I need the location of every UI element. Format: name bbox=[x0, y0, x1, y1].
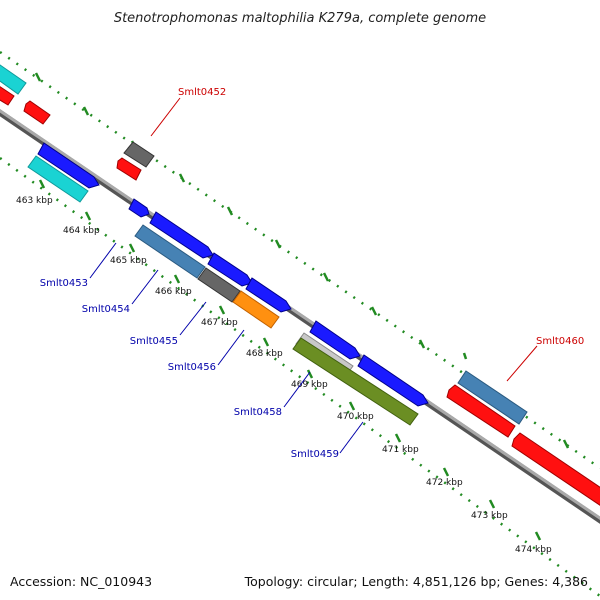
gene-smlt0454-steel[interactable] bbox=[134, 224, 206, 279]
gene-label-smlt0452[interactable]: Smlt0452 bbox=[178, 87, 226, 98]
gene-smlt0456-orange[interactable] bbox=[232, 290, 280, 329]
gene-red-long-2[interactable] bbox=[511, 432, 600, 512]
tick-label: 473 kbp bbox=[471, 511, 508, 521]
tick-label: 469 kbp bbox=[291, 380, 328, 390]
major-tick bbox=[82, 106, 90, 116]
tick-label: 468 kbp bbox=[246, 349, 283, 359]
major-tick bbox=[173, 274, 181, 284]
leader-smlt0455 bbox=[179, 301, 207, 336]
gene-label-leaders bbox=[89, 97, 538, 454]
gene-blue-3[interactable] bbox=[245, 277, 292, 313]
major-tick bbox=[128, 243, 136, 253]
gene-label-smlt0454[interactable]: Smlt0454 bbox=[82, 304, 130, 315]
gene-label-smlt0458[interactable]: Smlt0458 bbox=[234, 407, 282, 418]
inner-tick-line bbox=[0, 156, 600, 598]
forward-strand-genes bbox=[27, 142, 429, 426]
inner-major-ticks bbox=[38, 179, 542, 541]
tick-labels: 463 kbp 464 kbp 465 kbp 466 kbp 467 kbp … bbox=[16, 196, 552, 555]
major-tick bbox=[38, 179, 46, 189]
major-tick bbox=[218, 305, 226, 315]
major-tick bbox=[262, 337, 270, 347]
genome-backbone-shadow bbox=[0, 109, 600, 524]
gene-labels: Smlt0452 Smlt0453 Smlt0454 Smlt0455 Smlt… bbox=[40, 87, 585, 460]
tick-label: 465 kbp bbox=[110, 256, 147, 266]
gene-blue-1[interactable] bbox=[37, 142, 100, 189]
tick-label: 467 kbp bbox=[201, 318, 238, 328]
major-tick bbox=[562, 439, 570, 449]
major-tick bbox=[322, 272, 330, 282]
gene-blue-4[interactable] bbox=[309, 320, 361, 360]
gene-red-mid[interactable] bbox=[116, 157, 142, 181]
reverse-strand-genes bbox=[0, 58, 600, 512]
tick-label: 472 kbp bbox=[426, 478, 463, 488]
leader-smlt0454 bbox=[131, 269, 159, 305]
gene-blue-5[interactable] bbox=[357, 354, 429, 407]
gene-smlt0460-steel[interactable] bbox=[457, 370, 528, 425]
major-tick bbox=[488, 499, 496, 509]
major-tick bbox=[84, 211, 92, 221]
gene-red-long-1[interactable] bbox=[446, 384, 516, 438]
tick-label: 463 kbp bbox=[16, 196, 53, 206]
major-tick bbox=[462, 352, 468, 360]
gene-label-smlt0455[interactable]: Smlt0455 bbox=[130, 336, 178, 347]
gene-smlt0453-blue[interactable] bbox=[149, 211, 214, 259]
genome-stats-text: Topology: circular; Length: 4,851,126 bp… bbox=[244, 574, 588, 589]
gene-label-smlt0459[interactable]: Smlt0459 bbox=[291, 449, 339, 460]
gene-smlt0452-gray[interactable] bbox=[123, 141, 155, 168]
major-tick bbox=[226, 206, 234, 216]
tick-label: 466 kbp bbox=[155, 287, 192, 297]
major-tick bbox=[34, 72, 42, 82]
gene-label-smlt0453[interactable]: Smlt0453 bbox=[40, 278, 88, 289]
leader-smlt0458 bbox=[283, 371, 311, 408]
major-tick bbox=[534, 531, 542, 541]
gene-cyan-2[interactable] bbox=[27, 155, 89, 203]
major-tick bbox=[394, 433, 402, 443]
major-tick bbox=[418, 339, 426, 349]
tick-label: 464 kbp bbox=[63, 226, 100, 236]
major-tick bbox=[442, 467, 450, 477]
leader-smlt0459 bbox=[339, 421, 364, 454]
map-title: Stenotrophomonas maltophilia K279a, comp… bbox=[114, 11, 486, 26]
gene-cyan-top[interactable] bbox=[0, 58, 27, 95]
gene-label-smlt0460[interactable]: Smlt0460 bbox=[536, 336, 584, 347]
gene-red-top-left[interactable] bbox=[0, 80, 15, 106]
gene-smlt0459-olive[interactable] bbox=[292, 337, 419, 426]
tick-label: 471 kbp bbox=[382, 445, 419, 455]
leader-smlt0452 bbox=[150, 97, 181, 137]
gene-blue-small[interactable] bbox=[128, 198, 150, 218]
gene-blue-2[interactable] bbox=[207, 252, 253, 287]
tick-label: 474 kbp bbox=[515, 545, 552, 555]
gene-red-small[interactable] bbox=[23, 100, 51, 125]
tick-label: 470 kbp bbox=[337, 412, 374, 422]
gene-label-smlt0456[interactable]: Smlt0456 bbox=[168, 362, 216, 373]
outer-tick-line bbox=[0, 50, 600, 470]
major-tick bbox=[306, 369, 314, 379]
major-tick bbox=[274, 239, 282, 249]
leader-smlt0456 bbox=[217, 329, 245, 366]
major-tick bbox=[370, 306, 378, 316]
leader-smlt0460 bbox=[506, 345, 538, 382]
major-tick bbox=[178, 173, 186, 183]
gene-smlt0455-gray[interactable] bbox=[197, 267, 241, 303]
major-tick bbox=[348, 401, 356, 411]
genome-backbone bbox=[0, 108, 600, 521]
leader-smlt0453 bbox=[89, 242, 117, 279]
accession-text: Accession: NC_010943 bbox=[10, 574, 152, 589]
